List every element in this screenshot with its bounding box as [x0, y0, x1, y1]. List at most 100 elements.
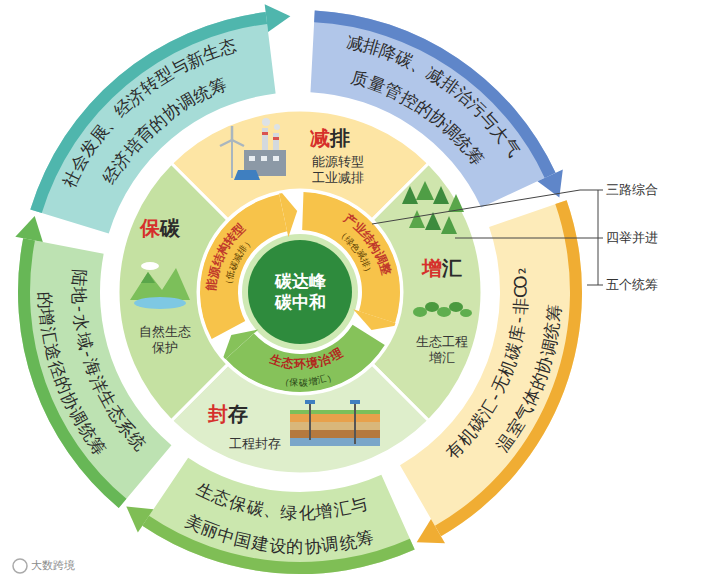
glyph: C: [512, 286, 529, 298]
glyph: 室: [504, 417, 527, 440]
glyph: 筹: [463, 144, 487, 168]
glyph: 碳: [245, 498, 265, 518]
band-body: [400, 200, 582, 536]
bushes-icon: [413, 302, 472, 317]
glyph: 转: [138, 74, 162, 98]
glyph: 理: [327, 346, 343, 362]
factory-icon: [220, 118, 286, 180]
sector-body: [171, 110, 428, 220]
arrow-head: [353, 309, 401, 330]
arrow-head: [15, 216, 42, 242]
glyph: 减: [355, 249, 367, 261]
glyph: 的: [36, 291, 54, 309]
glyph: 经: [101, 164, 124, 187]
glyph: 新: [184, 48, 206, 70]
glyph: 生: [194, 480, 217, 503]
text-line: 碳达峰: [275, 271, 326, 292]
glyph: （: [280, 377, 290, 387]
glyph: 降: [377, 42, 399, 64]
side-label: 四举并进: [606, 230, 658, 246]
glyph: 态: [217, 37, 238, 58]
glyph: 机: [455, 425, 479, 449]
glyph: 化: [298, 504, 316, 522]
glyph: 生: [268, 352, 283, 367]
glyph: 经: [111, 96, 135, 120]
glyph: 会: [68, 152, 91, 175]
glyph: 碳: [502, 341, 523, 362]
band-body: [18, 238, 171, 508]
watermark: 大数跨境: [31, 559, 75, 573]
glyph: 无: [490, 373, 513, 396]
glyph: 碳: [466, 411, 490, 435]
text-line: 增汇: [416, 350, 468, 366]
glyph: 社: [60, 167, 83, 190]
center-disc: [248, 240, 352, 344]
glyph: 控: [397, 88, 420, 111]
glyph: 业: [351, 219, 368, 236]
glyph: ）: [242, 237, 255, 250]
glyph: 态: [281, 356, 295, 370]
band-body: [30, 12, 275, 233]
glyph: 洋: [88, 372, 111, 395]
band-rim: [18, 238, 126, 508]
center-title: 碳达峰 碳中和: [275, 271, 326, 314]
sector-title: 减排: [310, 126, 350, 151]
glyph: 的: [528, 370, 550, 392]
glyph: 筹: [354, 528, 375, 549]
glyph: -: [510, 316, 528, 324]
band-rim: [314, 10, 555, 178]
glyph: 源: [207, 265, 221, 279]
glyph: 调: [539, 338, 559, 358]
glyph: 、: [99, 109, 123, 133]
glyph: 温: [494, 431, 518, 455]
glyph: （: [224, 279, 234, 289]
glyph: 污: [465, 96, 489, 120]
glyph: 碳: [228, 260, 240, 272]
glyph: 中: [216, 526, 237, 547]
glyph: 调: [321, 536, 340, 555]
glyph: 济: [110, 149, 134, 173]
glyph: 大: [488, 122, 512, 146]
glyph: ₂: [511, 267, 529, 275]
text-part: 碳: [160, 216, 180, 240]
glyph: 设: [269, 537, 287, 555]
glyph: 海: [81, 357, 103, 379]
glyph: 统: [125, 430, 149, 454]
glyph: 的: [412, 97, 436, 121]
text-line: 工业减排: [312, 170, 364, 186]
glyph: 治: [317, 352, 332, 367]
glyph: 筹: [207, 76, 229, 98]
glyph: 汇: [39, 325, 59, 345]
arrow-head: [417, 519, 445, 543]
glyph: 整: [378, 262, 393, 277]
glyph: 转: [221, 231, 238, 248]
glyph: O: [512, 275, 530, 289]
glyph: [0, 0, 5, 17]
arc-body: [226, 325, 385, 392]
glyph: 与: [168, 56, 191, 79]
arrow-head: [221, 329, 258, 362]
glyph: 统: [338, 533, 358, 553]
glyph: 域: [74, 330, 94, 350]
sector-body-text: 自然生态 保护: [139, 324, 191, 357]
glyph: 绿: [281, 504, 299, 522]
glyph: 排: [438, 74, 462, 98]
text-part: 减: [310, 126, 330, 150]
text-line: 能源转型: [312, 154, 364, 170]
glyph: 量: [366, 74, 388, 96]
leader-lines: [372, 190, 603, 285]
glyph: 国: [233, 530, 253, 550]
